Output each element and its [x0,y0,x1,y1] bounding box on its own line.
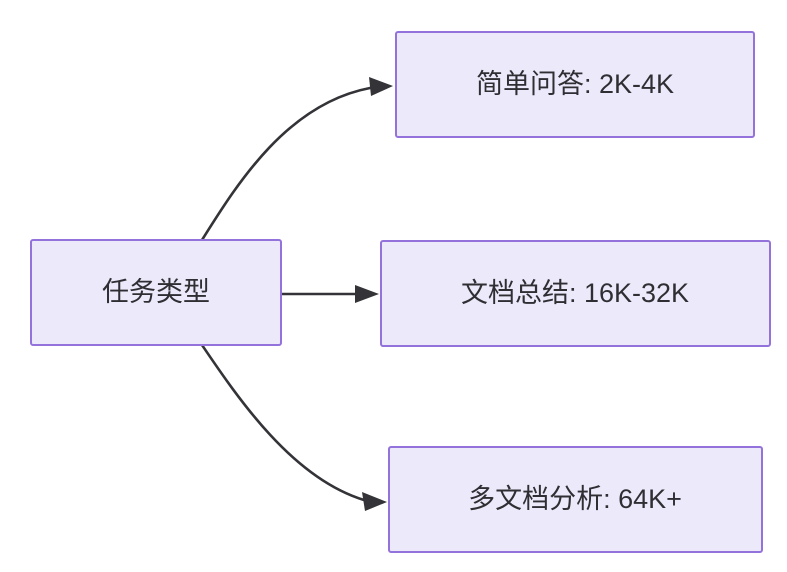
node-simple-qa-box [395,31,755,138]
node-multi-doc-analysis-box [388,446,763,553]
arrowhead-multi-doc [362,492,387,511]
node-multi-doc-analysis[interactable]: 多文档分析: 64K+ [388,446,763,553]
node-group: 任务类型 简单问答: 2K-4K 文档总结: 16K-32K 多文档分析: 64… [30,31,771,553]
edge-task-type-to-doc-summary[interactable] [280,285,379,303]
arrowhead-doc-summary [355,285,379,303]
node-doc-summary-box [380,240,771,347]
edge-path-multi-doc [200,343,366,502]
node-doc-summary-label: 文档总结: 16K-32K [461,278,689,308]
node-task-type[interactable]: 任务类型 [30,239,282,346]
arrowhead-simple-qa [369,77,393,96]
edge-task-type-to-simple-qa[interactable] [200,77,393,242]
node-task-type-label: 任务类型 [102,277,210,307]
node-simple-qa-label: 简单问答: 2K-4K [476,69,674,99]
edge-group [200,77,393,511]
node-task-type-box [30,239,282,346]
node-multi-doc-analysis-label: 多文档分析: 64K+ [468,484,682,514]
edge-path-simple-qa [200,86,372,242]
node-doc-summary[interactable]: 文档总结: 16K-32K [380,240,771,347]
node-simple-qa[interactable]: 简单问答: 2K-4K [395,31,755,138]
edge-task-type-to-multi-doc[interactable] [200,343,387,511]
